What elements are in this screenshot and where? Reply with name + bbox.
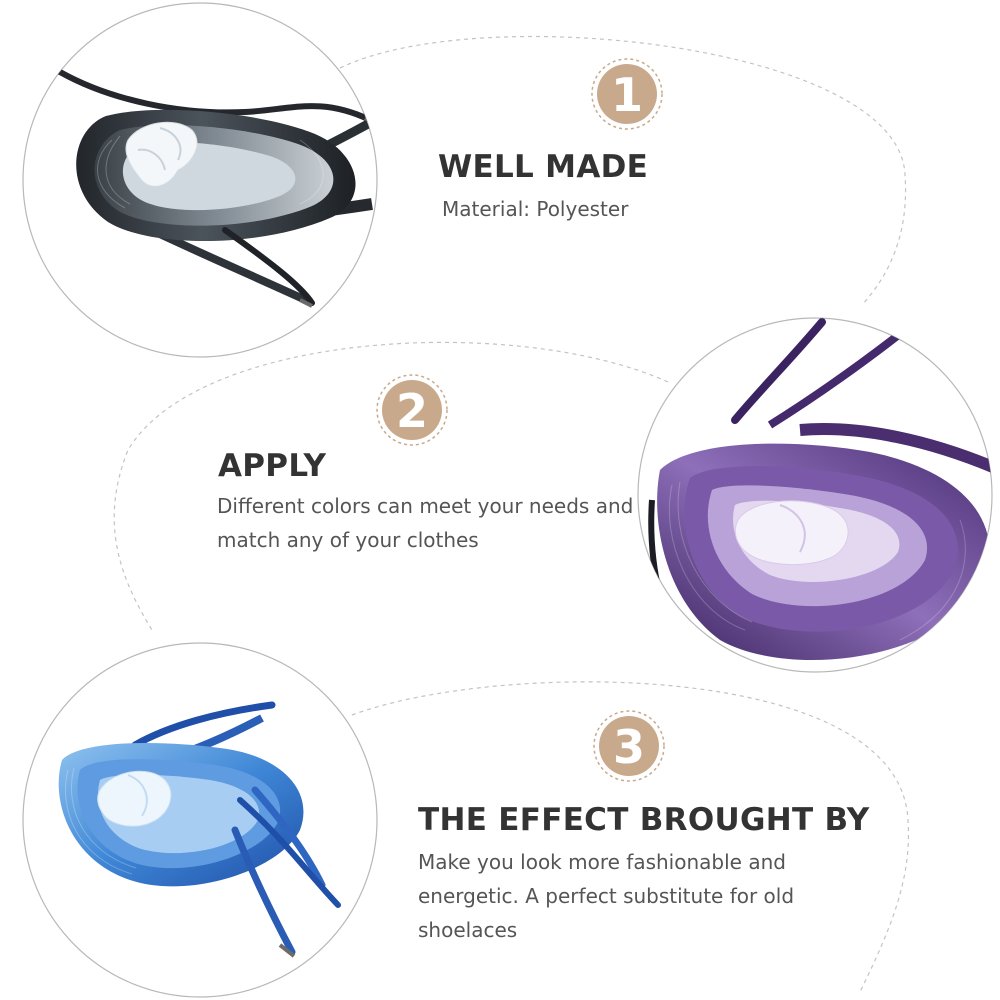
gray-shoelace-photo xyxy=(22,2,378,358)
feature-title: WELL MADE xyxy=(438,149,649,185)
dashed-connector-arc xyxy=(351,681,910,993)
step-badge-3: 3 xyxy=(593,710,665,782)
step-number: 3 xyxy=(613,720,645,774)
blue-shoelace-photo xyxy=(22,642,378,998)
feature-title: APPLY xyxy=(218,448,327,484)
step-number: 1 xyxy=(611,68,643,122)
purple-shoelace-photo xyxy=(637,317,993,673)
step-badge-2: 2 xyxy=(376,374,448,446)
feature-title: THE EFFECT BROUGHT BY xyxy=(418,802,870,838)
step-number: 2 xyxy=(396,384,428,438)
dashed-connector-arc xyxy=(339,35,907,306)
feature-description: Different colors can meet your needs and… xyxy=(217,494,634,552)
feature-description: Material: Polyester xyxy=(442,197,629,221)
feature-description: Make you look more fashionable and energ… xyxy=(418,850,795,942)
step-badge-1: 1 xyxy=(591,58,663,130)
